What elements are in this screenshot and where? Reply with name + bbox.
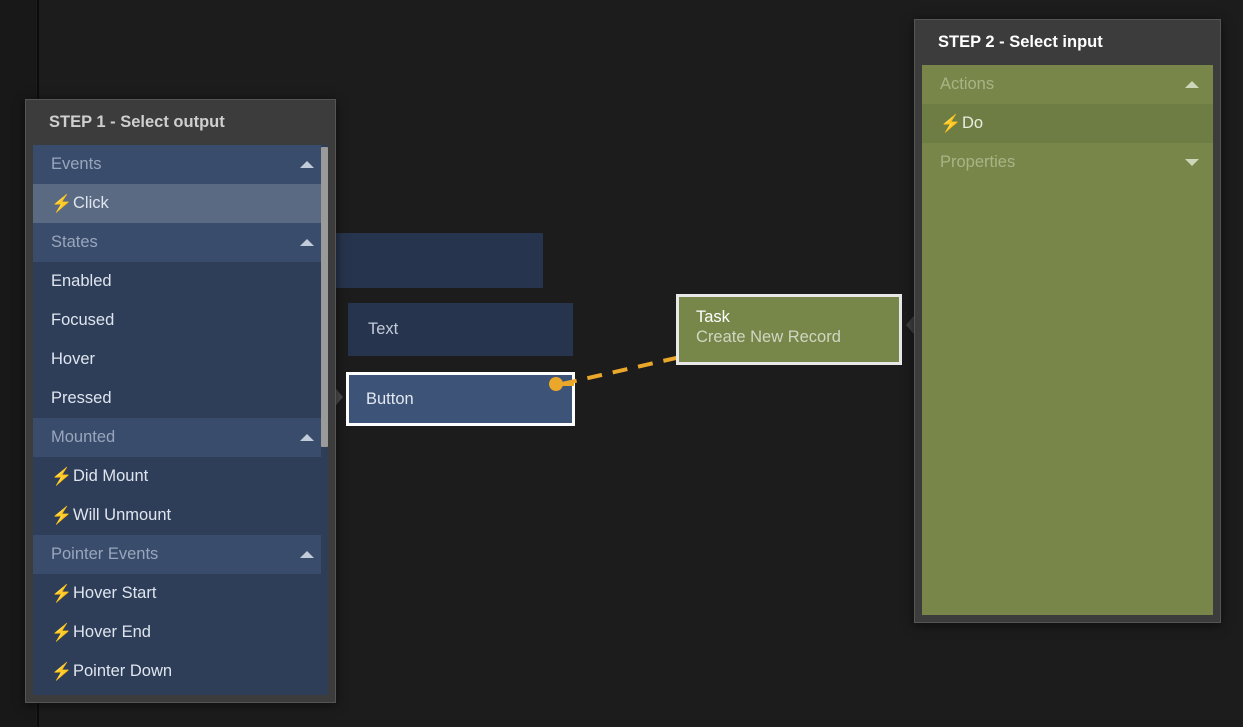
- lightning-icon: ⚡: [51, 584, 73, 603]
- chevron-down-icon[interactable]: [1185, 159, 1199, 166]
- list-item-did-mount[interactable]: ⚡ Did Mount: [33, 457, 328, 496]
- node-output-port-stub: [560, 382, 574, 386]
- list-item-click[interactable]: ⚡ Click: [33, 184, 328, 223]
- section-label: Events: [51, 155, 102, 173]
- list-item-label: Do: [962, 114, 984, 132]
- list-item-will-unmount[interactable]: ⚡ Will Unmount: [33, 496, 328, 535]
- list-item-label: Enabled: [51, 272, 112, 290]
- list-item-label: Pressed: [51, 389, 112, 407]
- list-item-label: Focused: [51, 311, 115, 329]
- list-item-hover[interactable]: Hover: [33, 340, 328, 379]
- step2-list-body[interactable]: Actions ⚡ Do Properties: [922, 65, 1213, 615]
- section-header-mounted[interactable]: Mounted: [33, 418, 328, 457]
- list-item-pointer-down[interactable]: ⚡ Pointer Down: [33, 652, 328, 691]
- chevron-up-icon[interactable]: [300, 239, 314, 246]
- canvas-node-task[interactable]: Task Create New Record: [676, 294, 902, 365]
- section-header-properties[interactable]: Properties: [922, 143, 1213, 182]
- section-label: Pointer Events: [51, 545, 159, 563]
- list-item-label: Click: [73, 194, 109, 212]
- lightning-icon: ⚡: [51, 467, 73, 486]
- node-label: Text: [368, 320, 399, 338]
- section-header-events[interactable]: Events: [33, 145, 328, 184]
- section-header-pointer-events[interactable]: Pointer Events: [33, 535, 328, 574]
- section-label: Actions: [940, 75, 995, 93]
- list-item-label: Did Mount: [73, 467, 149, 485]
- list-item-hover-start[interactable]: ⚡ Hover Start: [33, 574, 328, 613]
- list-item-label: Hover Start: [73, 584, 157, 602]
- lightning-icon: ⚡: [51, 623, 73, 642]
- list-item-label: Hover: [51, 350, 96, 368]
- canvas-node-text[interactable]: Text: [348, 303, 573, 356]
- step2-list: Actions ⚡ Do Properties: [922, 65, 1213, 615]
- section-label: Properties: [940, 153, 1016, 171]
- chevron-up-icon[interactable]: [300, 434, 314, 441]
- canvas-node-button[interactable]: Button: [346, 372, 575, 426]
- lightning-icon: ⚡: [51, 506, 73, 525]
- lightning-icon: ⚡: [51, 194, 73, 213]
- step2-empty-area: [922, 182, 1213, 615]
- step2-panel: STEP 2 - Select input Actions ⚡ Do Prope…: [914, 19, 1221, 623]
- list-item-do[interactable]: ⚡ Do: [922, 104, 1213, 143]
- list-item-enabled[interactable]: Enabled: [33, 262, 328, 301]
- list-item-label: Will Unmount: [73, 506, 172, 524]
- step1-panel: STEP 1 - Select output Events ⚡ Click St…: [25, 99, 336, 703]
- chevron-up-icon[interactable]: [300, 161, 314, 168]
- step1-list: Events ⚡ Click States Enabled Focused: [33, 145, 328, 695]
- section-label: Mounted: [51, 428, 116, 446]
- task-node-subtitle: Create New Record: [696, 328, 841, 346]
- step2-title: STEP 2 - Select input: [915, 20, 1220, 65]
- step1-list-body[interactable]: Events ⚡ Click States Enabled Focused: [33, 145, 328, 695]
- section-label: States: [51, 233, 98, 251]
- list-item-label: Hover End: [73, 623, 151, 641]
- section-header-states[interactable]: States: [33, 223, 328, 262]
- chevron-up-icon[interactable]: [1185, 81, 1199, 88]
- node-output-port[interactable]: [549, 377, 563, 391]
- list-item-label: Pointer Down: [73, 662, 173, 680]
- list-item-focused[interactable]: Focused: [33, 301, 328, 340]
- list-item-hover-end[interactable]: ⚡ Hover End: [33, 613, 328, 652]
- step1-scrollbar-track[interactable]: [321, 145, 328, 695]
- lightning-icon: ⚡: [51, 662, 73, 681]
- section-header-actions[interactable]: Actions: [922, 65, 1213, 104]
- task-node-title: Task: [696, 308, 730, 326]
- node-label: Button: [366, 389, 414, 408]
- chevron-up-icon[interactable]: [300, 551, 314, 558]
- lightning-icon: ⚡: [940, 114, 962, 133]
- list-item-pressed[interactable]: Pressed: [33, 379, 328, 418]
- step1-title: STEP 1 - Select output: [26, 100, 335, 145]
- step1-scrollbar-thumb[interactable]: [321, 147, 328, 447]
